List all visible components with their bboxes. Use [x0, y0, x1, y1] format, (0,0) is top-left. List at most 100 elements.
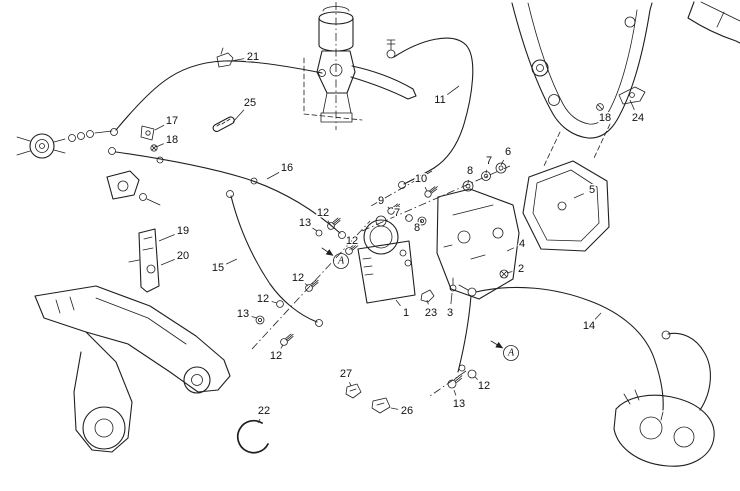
- part-number-callout: 1: [403, 307, 409, 319]
- part-number-callout: 3: [447, 307, 453, 319]
- callout-leader-line: [420, 220, 423, 223]
- callout-leader-line: [251, 316, 258, 319]
- part-number-callout: 13: [299, 217, 311, 229]
- part-number-callout: 8: [414, 222, 420, 234]
- part-number-callout: 16: [281, 162, 293, 174]
- ref-marker-letter: A: [337, 256, 345, 267]
- part-number-callout: 12: [317, 207, 329, 219]
- rear-brake-hose-14: [457, 284, 664, 411]
- callout-leader-line: [506, 271, 513, 274]
- callout-leader-line: [405, 215, 408, 218]
- part-number-callout: 12: [478, 380, 490, 392]
- callout-leader-line: [154, 124, 165, 131]
- callout-leader-line: [257, 418, 261, 424]
- leader-lines: [154, 58, 635, 424]
- part-number-callout: 18: [166, 134, 178, 146]
- sensor-bracket-19: [128, 228, 160, 293]
- part-number-callout: 7: [394, 207, 400, 219]
- part-number-callout: 4: [519, 238, 525, 250]
- callout-leader-line: [280, 344, 284, 349]
- part-number-callout: 12: [257, 293, 269, 305]
- ref-marker-arrow: [321, 247, 334, 256]
- callout-leader-line: [395, 299, 401, 307]
- part-number-callout: 13: [237, 308, 249, 320]
- part-number-callout: 23: [425, 307, 437, 319]
- clip-27: [345, 383, 362, 399]
- callout-leader-line: [506, 247, 515, 252]
- front-brake-hose-11: [386, 37, 474, 189]
- screw-18-left: [150, 144, 158, 152]
- callout-leader-line: [312, 227, 318, 232]
- part-number-callout: 12: [292, 272, 304, 284]
- callout-leader-line: [447, 85, 460, 95]
- fastener-set: [255, 217, 359, 346]
- callout-leader-line: [629, 99, 635, 110]
- part-number-callout: 11: [434, 94, 445, 106]
- abs-bracket-4: [436, 188, 520, 300]
- callout-leader-line: [232, 109, 245, 123]
- rear-caliper: [613, 330, 715, 467]
- banjo-fitting: [447, 364, 477, 389]
- clamp-17: [140, 125, 155, 141]
- part-number-callout: 5: [589, 184, 595, 196]
- frame-section: [511, 1, 740, 169]
- callout-leader-line: [266, 171, 280, 180]
- front-brake-hose-upper: [110, 60, 326, 136]
- part-number-callout: 21: [247, 51, 259, 63]
- callout-leader-line: [160, 259, 175, 266]
- callout-leader-line: [304, 283, 309, 287]
- callout-leader-line: [390, 407, 399, 410]
- part-number-callout: 24: [632, 112, 644, 124]
- swingarm: [34, 285, 231, 453]
- abs-unit-1: [357, 215, 416, 304]
- part-number-callout: 13: [453, 398, 465, 410]
- ref-marker-letter: A: [507, 348, 515, 359]
- screw-2: [499, 269, 509, 279]
- part-number-callout: 12: [346, 235, 358, 247]
- callout-leader-line: [230, 58, 245, 62]
- part-number-callout: 12: [270, 350, 282, 362]
- front-master-cylinder: [303, 6, 417, 123]
- part-number-callout: 19: [177, 225, 189, 237]
- callout-leader-line: [450, 292, 453, 305]
- callout-leader-line: [485, 169, 488, 174]
- callout-leader-line: [424, 186, 428, 192]
- circlip-22: [236, 419, 269, 454]
- part-number-callout: 8: [467, 165, 473, 177]
- part-number-callout: 18: [599, 112, 611, 124]
- part-number-callout: 6: [505, 146, 511, 158]
- assembly-ref-marker: A: [490, 340, 519, 361]
- hose-clip-21: [216, 47, 234, 68]
- stud-3: [449, 277, 457, 292]
- part-number-callout: 9: [378, 195, 384, 207]
- callout-leader-line: [453, 389, 457, 396]
- callout-leader-line: [271, 301, 278, 304]
- part-number-callout: 26: [401, 405, 413, 417]
- part-number-callout: 20: [177, 250, 189, 262]
- ref-marker-arrow: [490, 340, 504, 349]
- part-number-callout: 14: [583, 320, 595, 332]
- callout-leader-line: [474, 376, 478, 380]
- callout-leader-line: [327, 220, 331, 225]
- callout-leader-line: [225, 258, 238, 265]
- part-number-callout: 25: [244, 97, 256, 109]
- mounting-grommets: [387, 162, 507, 226]
- heat-guard-5: [522, 160, 610, 252]
- clip-23: [420, 289, 435, 303]
- front-caliper-assembly: [16, 130, 161, 206]
- part-number-callout: 10: [415, 173, 427, 185]
- bracket-24: [618, 86, 646, 105]
- callout-leader-line: [158, 234, 175, 242]
- callout-leader-line: [426, 299, 429, 305]
- assembly-ref-marker: A: [321, 247, 349, 269]
- part-number-callout: 15: [212, 262, 224, 274]
- part-number-callout: 27: [340, 368, 352, 380]
- part-number-callout: 22: [258, 405, 270, 417]
- callout-leader-line: [573, 193, 584, 199]
- callout-leader-line: [594, 312, 602, 320]
- callout-leader-line: [500, 159, 505, 166]
- callout-leader-line: [349, 382, 352, 387]
